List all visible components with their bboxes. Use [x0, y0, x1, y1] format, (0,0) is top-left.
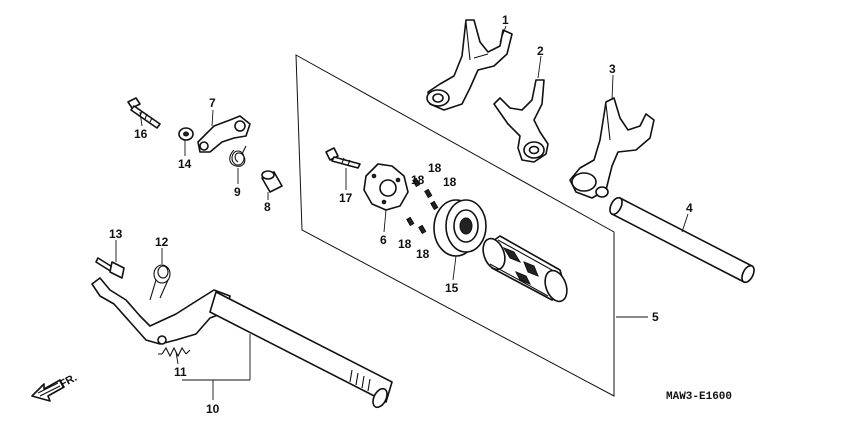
shift-fork-3 — [569, 97, 655, 199]
callout-18-b: 18 — [411, 173, 425, 187]
callout-2: 2 — [537, 44, 544, 58]
callout-1: 1 — [502, 13, 509, 27]
gearshift-spindle-10 — [91, 277, 393, 409]
callout-5: 5 — [652, 310, 659, 324]
callout-17: 17 — [339, 191, 353, 205]
spring-9 — [229, 145, 247, 167]
spring-11 — [158, 346, 191, 358]
callout-18-d: 18 — [398, 237, 412, 251]
callout-7: 7 — [209, 96, 216, 110]
washer-14 — [178, 127, 194, 141]
front-arrow-icon — [31, 379, 65, 402]
shift-fork-2 — [493, 79, 549, 163]
callout-18-c: 18 — [443, 175, 457, 189]
callout-3: 3 — [609, 62, 616, 76]
stopper-arm-7 — [197, 115, 251, 153]
bolt-16 — [127, 97, 161, 129]
callout-13: 13 — [109, 227, 123, 241]
shift-fork-1 — [426, 19, 513, 111]
callout-16: 16 — [134, 127, 148, 141]
bolt-17 — [325, 147, 361, 169]
spring-12 — [149, 264, 171, 301]
drum-center-plate-6 — [363, 163, 409, 211]
callout-15: 15 — [445, 281, 459, 295]
callout-18-a: 18 — [428, 161, 442, 175]
assembly-group-frame — [295, 54, 615, 397]
leader-lines — [115, 25, 689, 400]
callout-11: 11 — [174, 365, 187, 379]
bearing-15 — [433, 199, 487, 257]
callout-18-e: 18 — [416, 247, 430, 261]
shift-drum — [482, 235, 568, 303]
front-indicator-label: FR. — [58, 372, 79, 391]
fork-shaft-4 — [609, 196, 755, 284]
callout-10: 10 — [206, 402, 220, 416]
callout-6: 6 — [380, 233, 387, 247]
callout-9: 9 — [234, 185, 241, 199]
bolt-13 — [95, 257, 125, 279]
callout-8: 8 — [264, 200, 271, 214]
diagram-code: MAW3-E1600 — [666, 391, 732, 403]
drum-pins-18 — [406, 177, 439, 235]
callout-14: 14 — [178, 157, 192, 171]
callout-4: 4 — [686, 201, 693, 215]
collar-8 — [261, 170, 283, 193]
callout-12: 12 — [155, 235, 169, 249]
